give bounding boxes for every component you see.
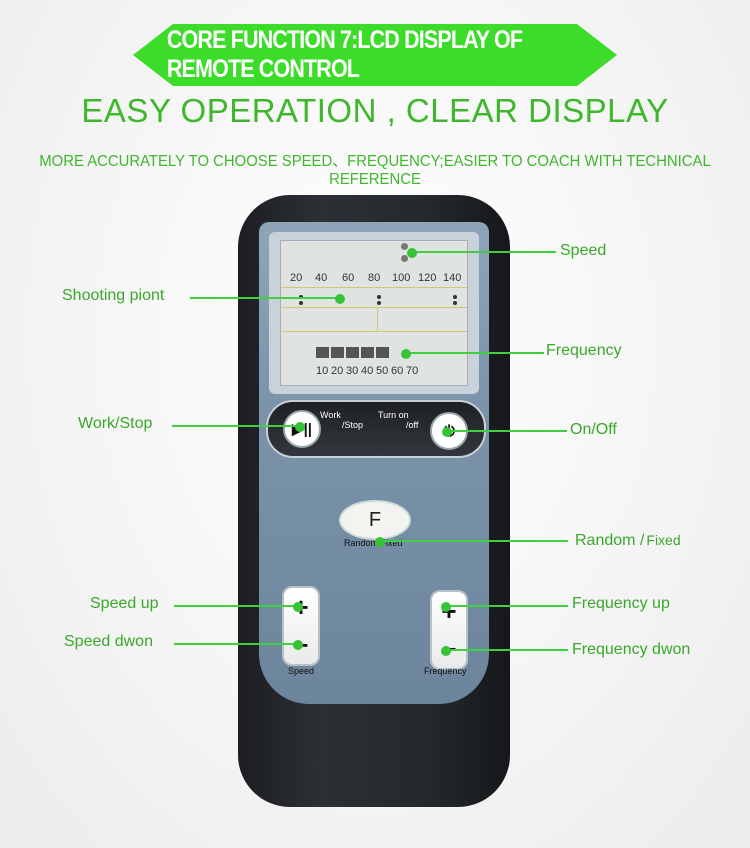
speed-callout-line bbox=[412, 251, 556, 253]
lcd-speed-scale-60: 60 bbox=[342, 272, 355, 284]
fixed-text: Fixed bbox=[646, 532, 681, 548]
shooting-point-callout-line bbox=[190, 297, 340, 299]
shooting-point-callout-dot bbox=[335, 294, 345, 304]
lcd-freq-scale-30: 30 bbox=[346, 365, 359, 377]
lcd-freq-scale-40: 40 bbox=[361, 365, 374, 377]
stop-label: /Stop bbox=[342, 420, 364, 430]
speed-up-callout-line bbox=[174, 605, 298, 607]
headline: EASY OPERATION , CLEAR DISPLAY bbox=[81, 92, 669, 129]
speed-down-callout-label: Speed dwon bbox=[64, 633, 153, 650]
speed-callout-label: Speed bbox=[560, 242, 607, 259]
speed-up-callout-dot bbox=[293, 602, 303, 612]
lcd-freq-scale-70: 70 bbox=[406, 365, 419, 377]
lcd-speed-scale-100: 100 bbox=[392, 272, 411, 284]
speed-rocker-label: Speed bbox=[288, 666, 315, 676]
random-fixed-callout-dot bbox=[375, 537, 385, 547]
speed-rocker: + − bbox=[282, 586, 320, 666]
banner-title: CORE FUNCTION 7:LCD DISPLAY OF REMOTE CO… bbox=[166, 26, 523, 83]
on-off-callout-label: On/Off bbox=[570, 421, 617, 438]
frequency-rocker-label: Frequency bbox=[424, 666, 467, 676]
random-fixed-callout-line bbox=[380, 540, 568, 542]
lcd-speed-scale-40: 40 bbox=[315, 272, 328, 284]
random-fixed-label: Random/Fixed bbox=[344, 538, 403, 548]
lcd-screen bbox=[280, 240, 468, 386]
speed-down-callout-line bbox=[174, 643, 298, 645]
work-label: Work bbox=[320, 410, 341, 420]
frequency-callout-label: Frequency bbox=[546, 342, 622, 359]
lcd-speed-scale-140: 140 bbox=[443, 272, 462, 284]
lcd-freq-scale-20: 20 bbox=[331, 365, 344, 377]
frequency-down-callout-label: Frequency dwon bbox=[572, 641, 691, 658]
speed-down-callout-dot bbox=[293, 640, 303, 650]
speed-up-callout-label: Speed up bbox=[90, 595, 159, 612]
frequency-down-callout-line bbox=[446, 649, 568, 651]
lcd-freq-scale-50: 50 bbox=[376, 365, 389, 377]
work-stop-callout-dot bbox=[295, 422, 305, 432]
lcd-freq-scale-10: 10 bbox=[316, 365, 329, 377]
lcd-speed-scale-120: 120 bbox=[418, 272, 437, 284]
random-fixed-button[interactable]: F bbox=[339, 500, 411, 540]
lcd-speed-scale-80: 80 bbox=[368, 272, 381, 284]
on-off-callout-dot bbox=[442, 427, 452, 437]
on-off-callout-line bbox=[447, 430, 567, 432]
frequency-up-callout-label: Frequency up bbox=[572, 595, 670, 612]
lcd-freq-scale-60: 60 bbox=[391, 365, 404, 377]
random-slash: / bbox=[639, 532, 645, 549]
turn-on-label: Turn on bbox=[378, 410, 409, 420]
frequency-callout-dot bbox=[401, 349, 411, 359]
frequency-callout-line bbox=[406, 352, 544, 354]
lcd-speed-scale-20: 20 bbox=[290, 272, 303, 284]
banner-arrow-shape bbox=[133, 24, 617, 86]
off-label: /off bbox=[406, 420, 419, 430]
subline: MORE ACCURATELY TO CHOOSE SPEED、FREQUENC… bbox=[39, 153, 711, 188]
f-key-label: F bbox=[368, 508, 382, 531]
random-text: Random bbox=[575, 532, 636, 549]
frequency-up-callout-dot bbox=[441, 602, 451, 612]
random-callout-label: Random /Fixed bbox=[575, 532, 681, 550]
speed-callout-dot bbox=[407, 248, 417, 258]
frequency-up-callout-line bbox=[446, 605, 568, 607]
frequency-down-callout-dot bbox=[441, 646, 451, 656]
shooting-point-callout-label: Shooting piont bbox=[62, 287, 165, 304]
work-stop-callout-line bbox=[172, 425, 300, 427]
work-stop-callout-label: Work/Stop bbox=[78, 415, 153, 432]
